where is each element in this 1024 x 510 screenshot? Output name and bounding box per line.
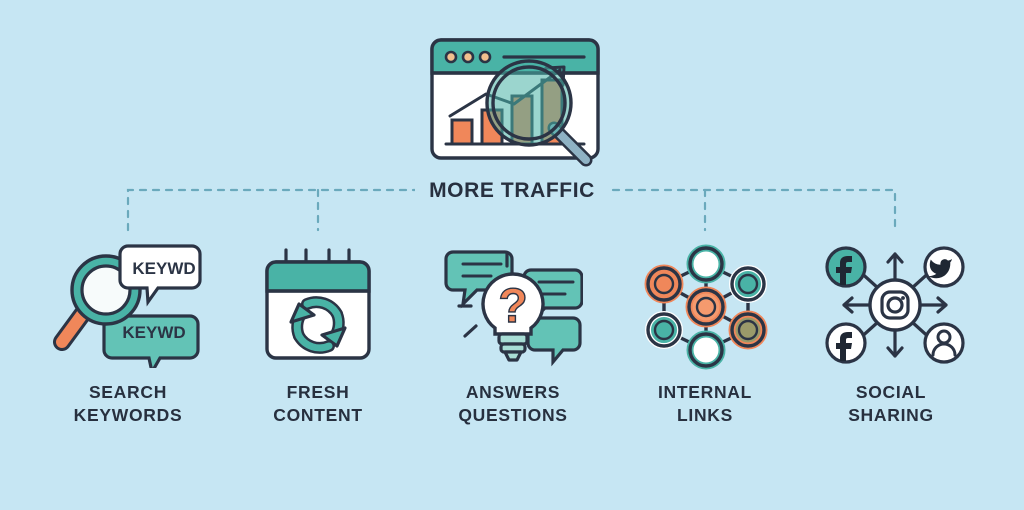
lightbulb-question-bubbles-icon: ? (444, 250, 583, 367)
question-mark-glyph: ? (498, 280, 527, 333)
label-line-2: CONTENT (273, 405, 363, 425)
arrow-up (886, 252, 904, 284)
keyword-bubble-top-text: KEYWD (132, 259, 195, 278)
refresh-arrow-up (289, 302, 316, 324)
spark-diag (463, 324, 478, 338)
window-dot-3 (478, 50, 492, 64)
social-network-share-icon (825, 246, 965, 364)
label-line-2: LINKS (677, 405, 733, 425)
network-nodes-icon (644, 244, 768, 370)
label-line-1: ANSWERS (465, 382, 561, 402)
column-label-internal-links: INTERNAL LINKS (600, 381, 810, 427)
label-line-2: QUESTIONS (458, 405, 568, 425)
magnifier-lens (80, 264, 132, 316)
magnifier-lens (485, 59, 573, 147)
label-line-1: SEARCH (88, 382, 168, 402)
arrow-right (916, 296, 948, 314)
connector-right-bus (611, 188, 897, 232)
label-line-2: SHARING (848, 405, 934, 425)
connector-left-bus (126, 188, 427, 232)
label-line-1: INTERNAL (657, 382, 753, 402)
keyword-bubble-bottom-text: KEYWD (122, 323, 185, 342)
label-line-1: FRESH (286, 382, 350, 402)
arrow-left (842, 296, 874, 314)
calendar-header (265, 260, 371, 293)
instagram-icon-center (868, 278, 922, 332)
lightbulb-tip (503, 350, 523, 362)
browser-analytics-magnifier-icon (430, 38, 600, 167)
column-label-search-keywords: SEARCH KEYWORDS (23, 381, 233, 427)
keyword-bubble-top (118, 244, 202, 307)
arrow-down (886, 326, 904, 358)
calendar-refresh-icon (265, 248, 371, 360)
column-label-social-sharing: SOCIAL SHARING (786, 381, 996, 427)
label-line-2: KEYWORDS (73, 405, 183, 425)
magnifier-keyword-bubbles-icon: KEYWD KEYWD (53, 244, 202, 368)
label-line-1: SOCIAL (855, 382, 927, 402)
column-label-answers-questions: ANSWERS QUESTIONS (408, 381, 618, 427)
window-dot-2 (461, 50, 475, 64)
window-dot-1 (444, 50, 458, 64)
column-label-fresh-content: FRESH CONTENT (213, 381, 423, 427)
bar-1 (450, 118, 474, 146)
